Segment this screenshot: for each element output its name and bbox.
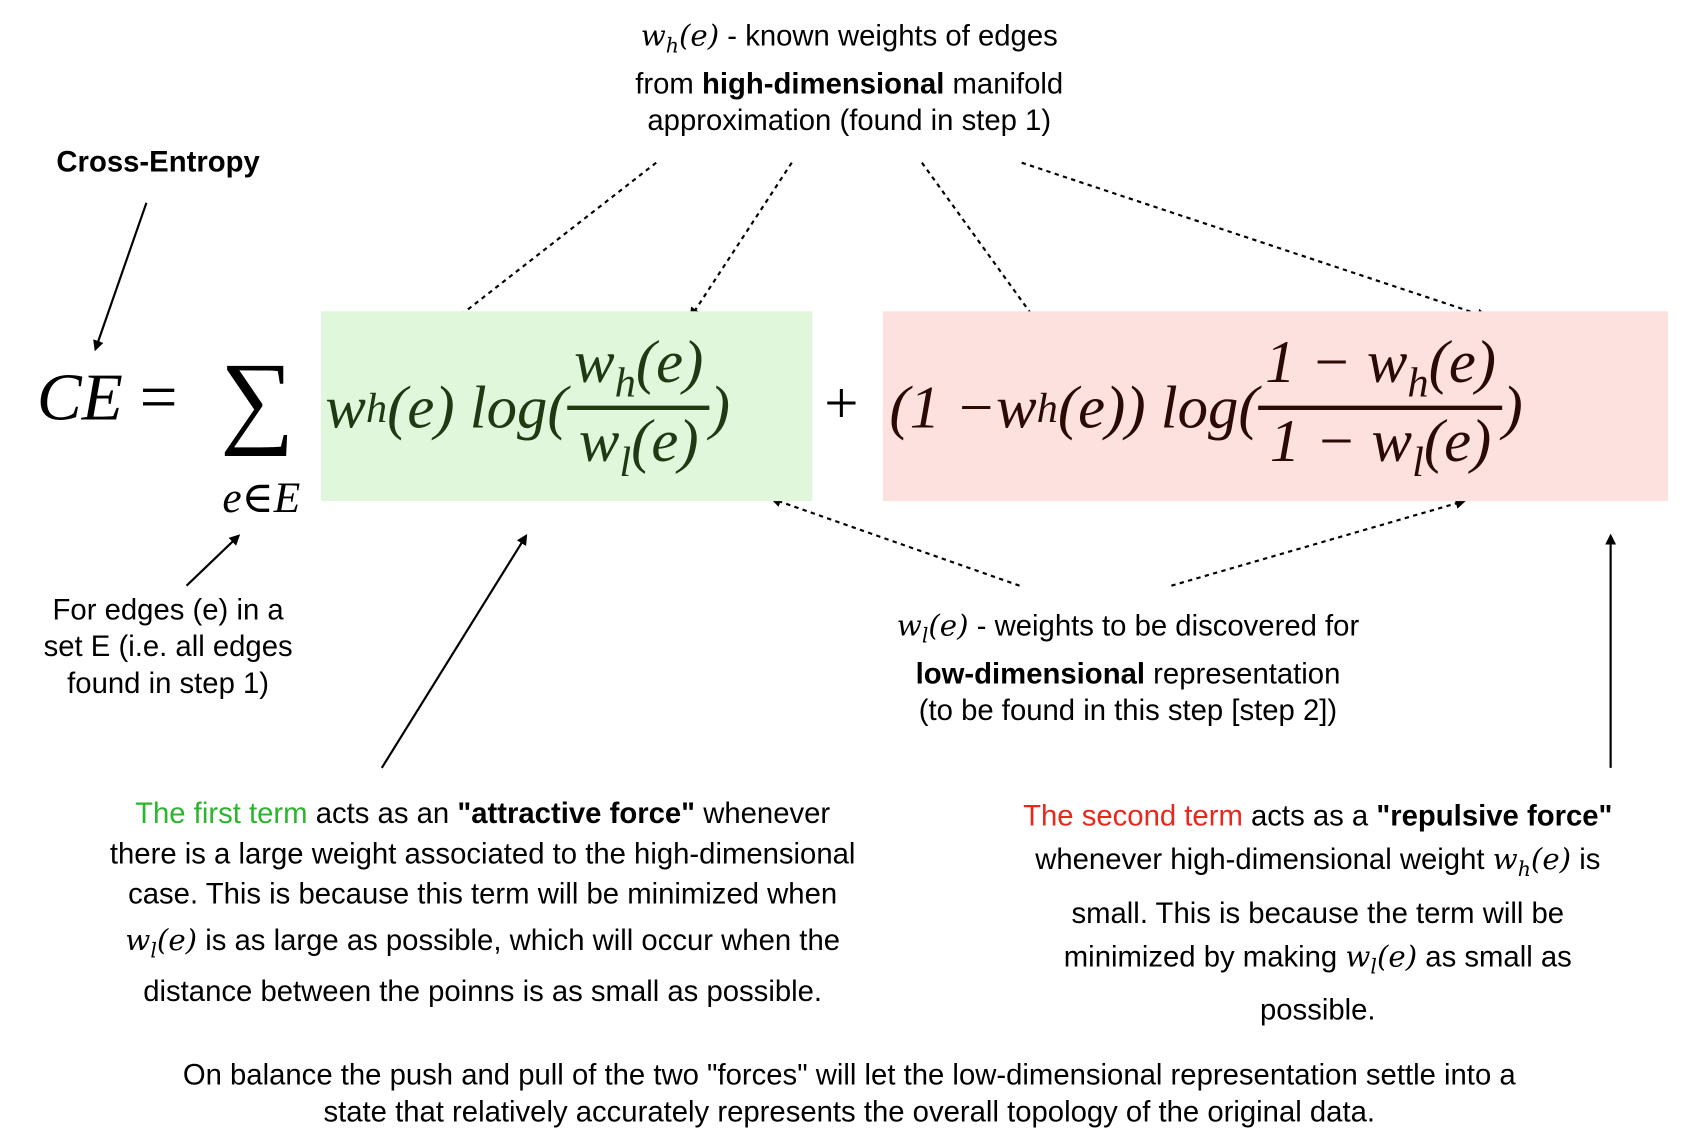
label-text: acts as an	[307, 797, 458, 830]
label-text: there is a large weight associated to th…	[109, 837, 856, 870]
label-text: For edges (e) in a	[52, 593, 284, 626]
l-subscript: l	[619, 438, 632, 486]
h-subscript: h	[1407, 359, 1429, 407]
label-bold: "attractive force"	[457, 797, 696, 830]
wh-subscript: h	[665, 34, 679, 59]
label-text: possible.	[1259, 993, 1376, 1027]
formula-lhs: CE =	[37, 360, 178, 436]
log: log(	[469, 374, 568, 442]
arg: (e)	[635, 328, 704, 397]
label-text: distance between the poinns is as small …	[143, 974, 823, 1008]
first-term-highlight: The first term	[135, 797, 308, 830]
arg: (e)	[387, 374, 455, 442]
l-subscript: l	[150, 938, 157, 963]
wl-dotted-arrow-1	[770, 496, 1020, 587]
h-subscript: h	[614, 359, 636, 407]
close-paren: )	[1502, 374, 1523, 442]
one-minus: 1 −	[1269, 407, 1372, 476]
edges-arrow	[185, 534, 241, 587]
w-symbol: w	[574, 328, 615, 397]
first-term-box	[321, 311, 813, 502]
attractive-arrow	[380, 533, 528, 769]
first-term-explanation: The first term acts as an "attractive fo…	[49, 794, 917, 1012]
h-subscript: h	[1036, 384, 1058, 432]
h-subscript: h	[365, 384, 388, 432]
arg: (e)	[1057, 374, 1126, 442]
label-text: found in step 1)	[67, 667, 270, 700]
equals-sign: =	[139, 361, 178, 435]
arg: (e)	[631, 407, 699, 476]
label-text: - known weights of edges	[719, 19, 1058, 53]
second-fraction: 1 − wh(e) 1 − wl(e)	[1258, 328, 1503, 486]
l-subscript: l	[921, 624, 929, 649]
label-text: as small as	[1417, 939, 1572, 973]
arg: (e)	[1530, 842, 1572, 877]
label-text: is	[1571, 842, 1601, 876]
arg: (e)	[1376, 939, 1418, 974]
arg: (e)	[156, 924, 198, 958]
label-text: manifold	[944, 66, 1064, 100]
label-text: whenever high-dimensional weight	[1035, 842, 1493, 876]
wh-dotted-arrow-2	[689, 162, 793, 319]
w-symbol: w	[125, 924, 151, 958]
l-subscript: l	[1370, 954, 1377, 979]
ce-symbol: CE	[36, 361, 123, 435]
w-symbol: w	[578, 407, 620, 476]
label-text: minimized by making	[1063, 939, 1346, 973]
edges-label: For edges (e) in a set E (i.e. all edges…	[5, 591, 330, 702]
low-dim-weights-label: wl(e) - weights to be discovered for low…	[803, 607, 1454, 728]
one-minus: (1 −	[889, 374, 997, 442]
w-symbol: w	[1366, 328, 1408, 397]
wh-arg: (e)	[678, 19, 720, 54]
label-text: small. This is because the term will be	[1071, 896, 1565, 930]
label-text: is as large as possible, which will occu…	[197, 924, 841, 957]
label-text: representation	[1145, 656, 1341, 690]
w-symbol: w	[325, 374, 366, 442]
wh-symbol: w	[640, 19, 666, 54]
close-paren: )	[709, 374, 731, 442]
arg: (e)	[1423, 407, 1492, 476]
label-text: whenever	[695, 797, 831, 830]
one-minus: 1 −	[1265, 328, 1367, 397]
label-text: (to be found in this step [step 2])	[918, 693, 1338, 727]
w-symbol: w	[1345, 939, 1371, 974]
conclusion: On balance the push and pull of the two …	[0, 1056, 1692, 1130]
cross-entropy-label: Cross-Entropy	[56, 145, 260, 178]
label-bold: low-dimensional	[915, 656, 1146, 690]
w-symbol: w	[896, 609, 922, 644]
arg: (e)	[928, 609, 969, 644]
label-text: set E (i.e. all edges	[43, 630, 293, 663]
arg: (e)	[1428, 328, 1497, 397]
label-text: On balance the push and pull of the two …	[182, 1058, 1516, 1092]
first-fraction: wh(e) wl(e)	[567, 328, 710, 486]
w-symbol: w	[1371, 407, 1413, 476]
w-symbol: w	[996, 374, 1037, 442]
label-text: approximation (found in step 1)	[647, 103, 1052, 137]
second-term-explanation: The second term acts as a "repulsive for…	[971, 794, 1665, 1032]
high-dim-weights-label: wh(e) - known weights of edges from high…	[524, 17, 1175, 138]
log: log(	[1160, 374, 1259, 442]
second-term-highlight: The second term	[1023, 799, 1243, 832]
label-text: acts as a	[1242, 799, 1377, 832]
label-bold: high-dimensional	[701, 66, 945, 100]
label-text: case. This is because this term will be …	[128, 877, 838, 910]
plus-sign: +	[824, 369, 859, 438]
label-text: state that relatively accurately represe…	[323, 1095, 1376, 1128]
label-bold: "repulsive force"	[1376, 799, 1613, 832]
cross-entropy-arrow	[93, 202, 148, 352]
close-paren: )	[1125, 374, 1146, 442]
w-symbol: w	[1492, 842, 1518, 877]
wl-dotted-arrow-2	[1171, 498, 1467, 587]
label-text: - weights to be discovered for	[968, 609, 1360, 643]
wh-dotted-arrow-4	[1021, 161, 1488, 320]
h-subscript: h	[1517, 857, 1531, 882]
sum-index: e∈E	[222, 472, 301, 522]
sum-symbol: ∑	[220, 340, 295, 457]
label-text: from	[635, 66, 702, 100]
l-subscript: l	[1412, 438, 1424, 486]
